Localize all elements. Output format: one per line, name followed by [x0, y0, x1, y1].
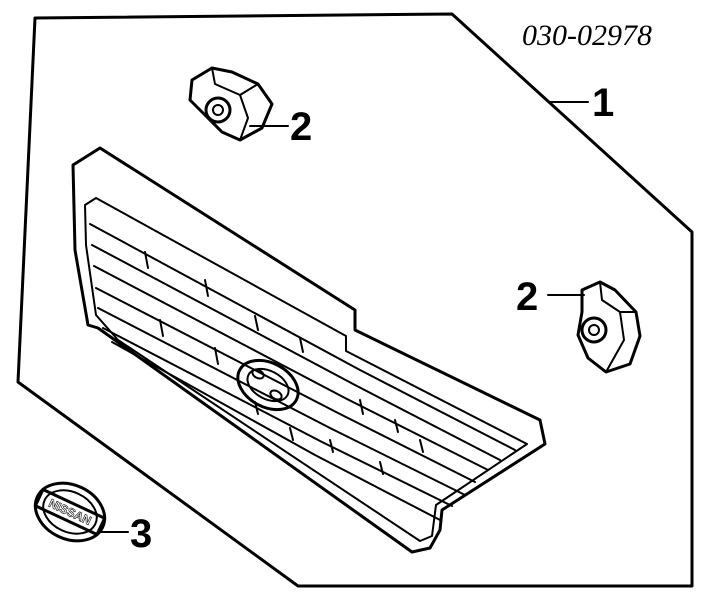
- grille-slat: [91, 244, 501, 461]
- grille-emblem-mount: [236, 358, 300, 412]
- part-number: 030-02978: [522, 19, 652, 52]
- nissan-emblem: NISSAN: [33, 481, 107, 543]
- callout-2-right: 2: [516, 275, 538, 319]
- grille-slat: [89, 223, 516, 451]
- callout-2-top: 2: [290, 105, 312, 149]
- radiator-grille: [71, 146, 547, 554]
- grille-inner-frame: [84, 197, 528, 542]
- retainer-clip-right: [576, 280, 642, 374]
- grille-slat: [95, 287, 476, 483]
- grille-slat: [102, 327, 453, 507]
- retainer-clip-top: [188, 66, 274, 142]
- callout-1: 1: [592, 81, 614, 125]
- grille-slat: [93, 265, 489, 471]
- callout-3: 3: [130, 512, 152, 556]
- assembly-frame: [16, 12, 694, 588]
- grille-slat: [97, 307, 466, 496]
- grille-ribs: [144, 251, 424, 475]
- grille-slat: [111, 341, 441, 521]
